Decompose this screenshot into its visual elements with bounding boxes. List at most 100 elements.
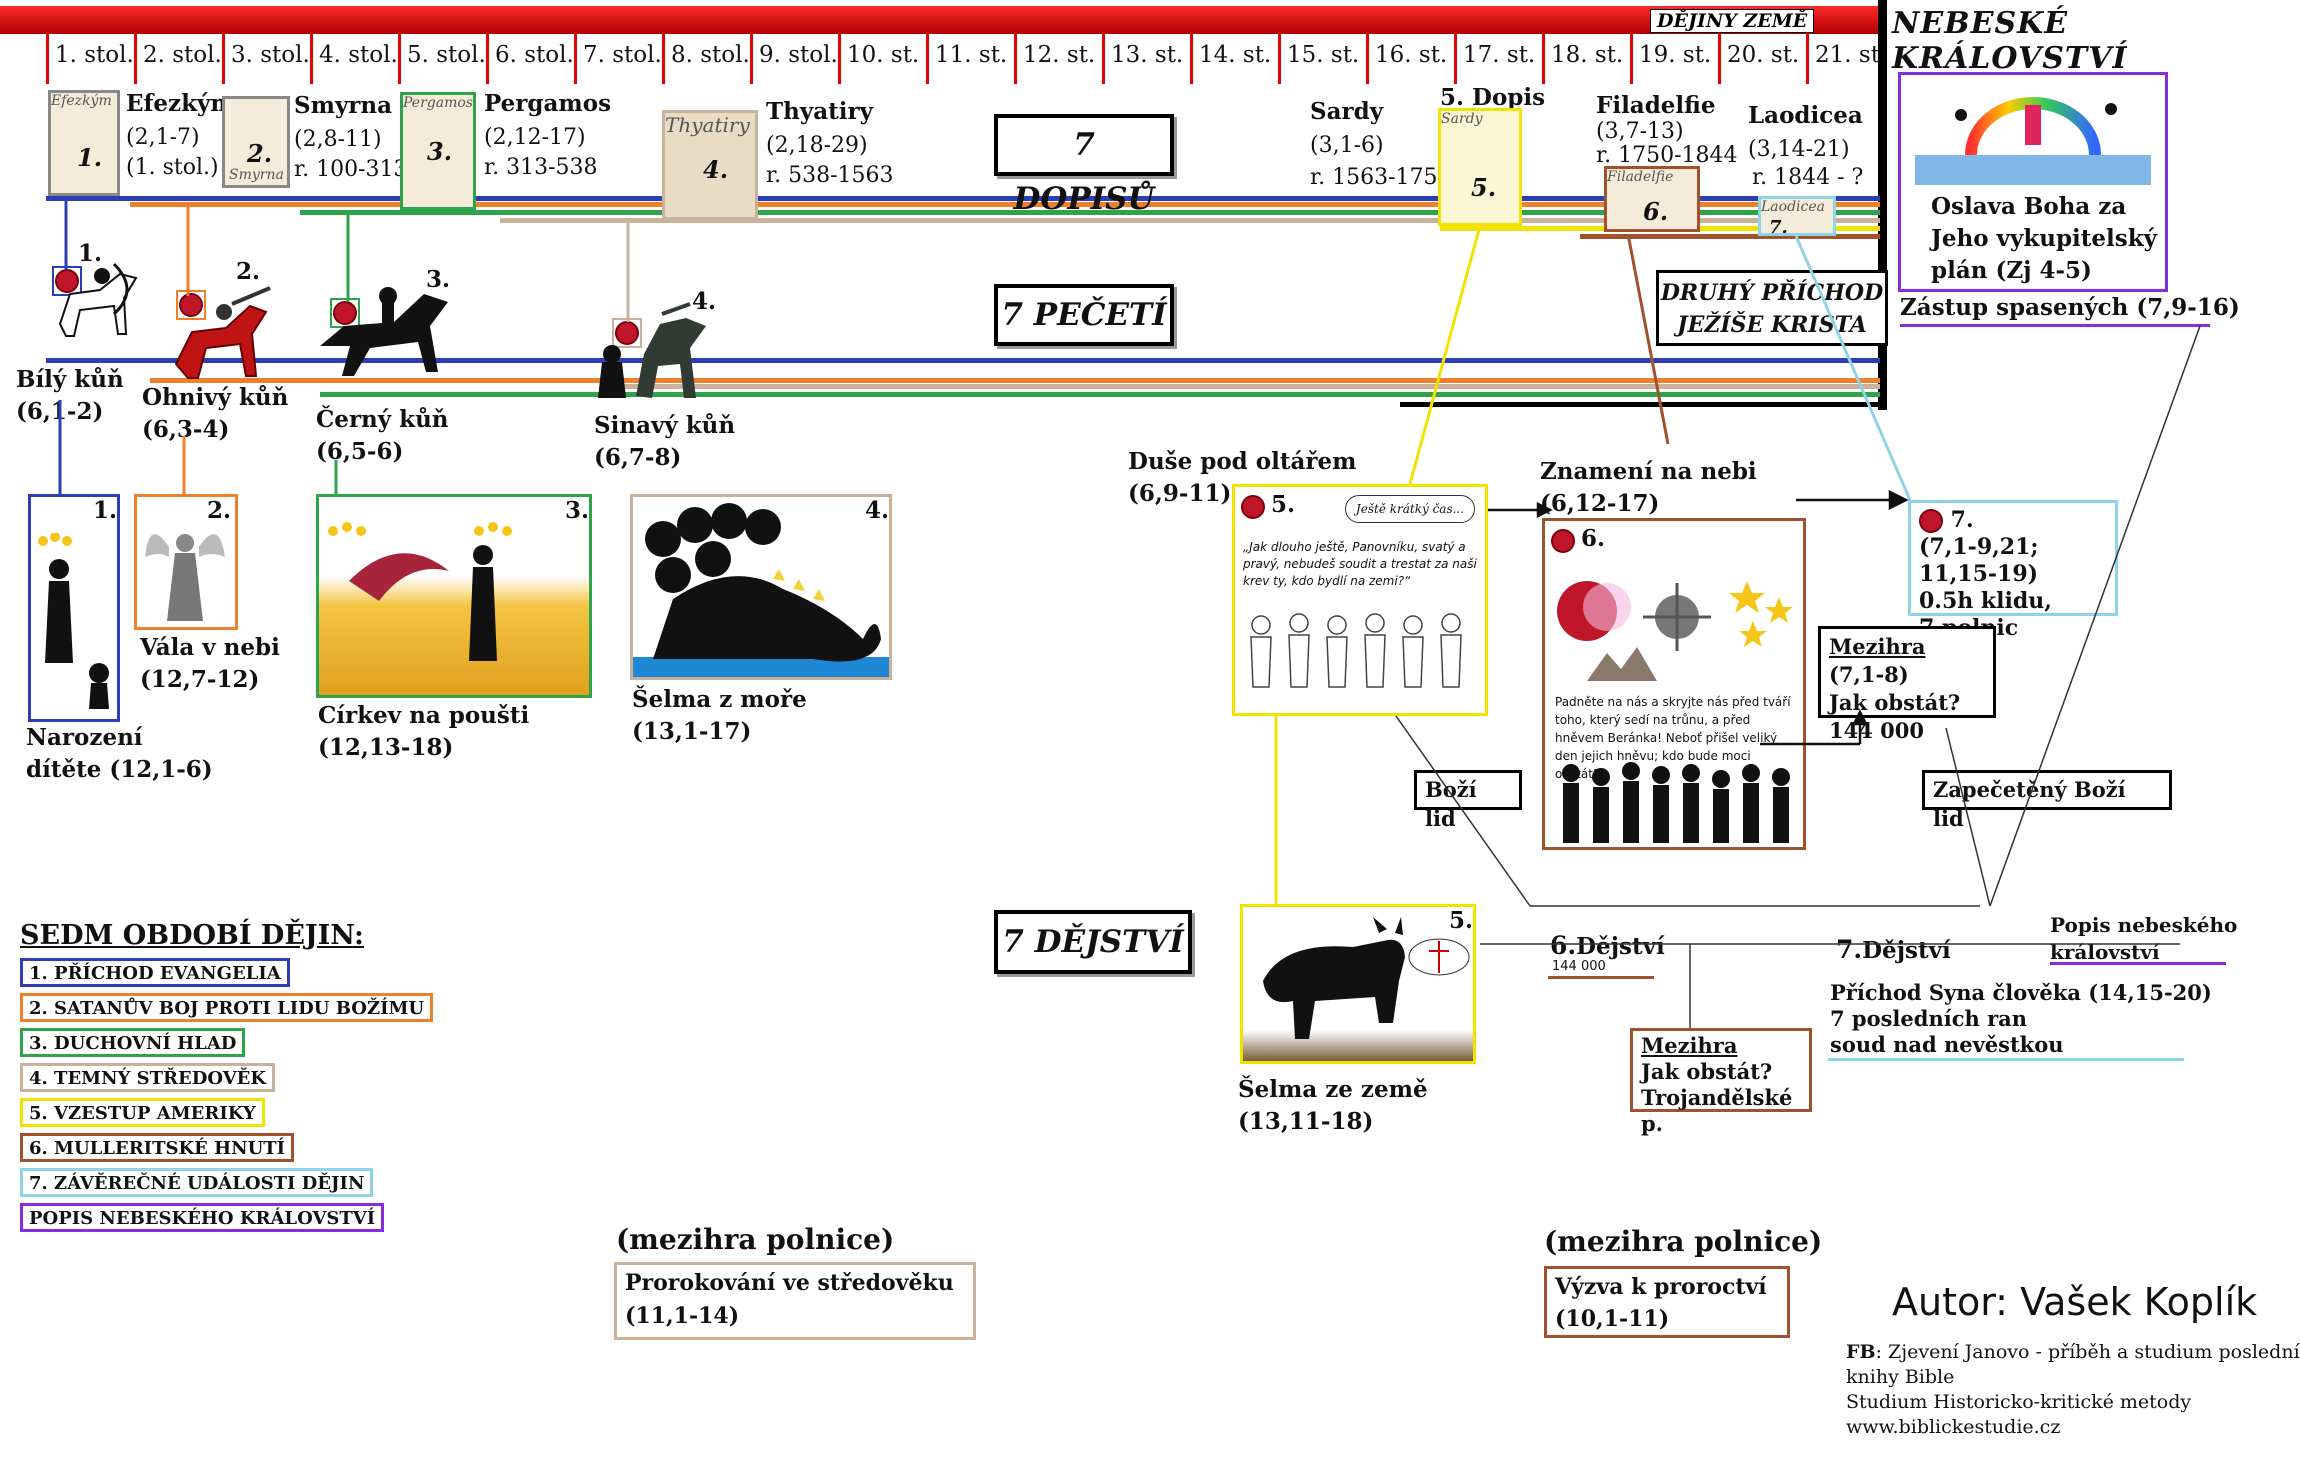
period-line-black: [1400, 402, 1880, 407]
act-7-text: Dějství: [1862, 937, 1951, 964]
period-line-4b: [600, 384, 1880, 389]
period-line-6: [1580, 234, 1880, 239]
letter-thumb-5-num: 5.: [1471, 173, 1497, 202]
seal-7-line-1: (7,1-9,21; 11,15-19): [1919, 534, 2039, 587]
legend-item-4: 4. TEMNÝ STŘEDOVĚK: [20, 1063, 276, 1092]
act-interlude-line-2: Trojandělské p.: [1641, 1085, 1793, 1136]
woman-desert-icon: [328, 522, 512, 661]
credits-block: FB: Zjevení Janovo - příběh a studium po…: [1846, 1340, 2300, 1440]
act-4-name-1: Šelma z moře: [632, 686, 807, 713]
letter-thumb-3-title: Pergamos: [403, 95, 473, 111]
seal-interlude-line-1: Jak obstát?: [1829, 690, 1961, 715]
letter-6-name: Filadelfie: [1596, 92, 1716, 119]
act-1-num: 1.: [93, 497, 118, 524]
century-1: 1. stol.: [46, 34, 134, 84]
seal-3-icon: [330, 298, 360, 328]
century-8: 8. stol.: [662, 34, 750, 84]
act-6-text: Dějství: [1576, 933, 1665, 960]
seal-7-line-2: 0.5h klidu,: [1919, 588, 2052, 614]
trumpet-interlude-2-box: Výzva k proroctví (10,1-11): [1544, 1266, 1790, 1338]
period-line-1b: [46, 358, 1880, 363]
act-3-name-1: Církev na poušti: [318, 702, 530, 729]
seal-7-box: 7. (7,1-9,21; 11,15-19) 0.5h klidu, 7 po…: [1908, 500, 2118, 641]
credits-website[interactable]: www.biblickestudie.cz: [1846, 1416, 2061, 1438]
title-7-peceti: 7 PEČETÍ: [994, 284, 1174, 346]
period-line-3: [300, 210, 1880, 215]
black-horse-icon: [320, 287, 448, 376]
timeline-red-bar: [0, 6, 1878, 34]
century-5: 5. stol.: [398, 34, 486, 84]
act-6-sub: 144 000: [1552, 959, 1606, 974]
letter-thumb-6-num: 6.: [1643, 197, 1669, 226]
trumpet-interlude-2-text: Výzva k proroctví: [1555, 1274, 1767, 1300]
century-11: 11. st.: [926, 34, 1014, 84]
act-7-label: 7.Dějství: [1836, 934, 1951, 967]
heaven-caption-line-1: Oslava Boha za: [1931, 193, 2127, 220]
seal-interlude-ref: (7,1-8): [1829, 662, 1909, 687]
act-1-name-1: Narození: [26, 724, 143, 751]
act-5-name-1: Šelma ze země: [1238, 1076, 1428, 1103]
credits-line-3: Studium Historicko-kritické metody: [1846, 1391, 2192, 1413]
act-6-underline: [1548, 976, 1654, 979]
century-4: 4. stol.: [310, 34, 398, 84]
act-1-panel: 1.: [28, 494, 120, 722]
seal-interlude-box: Mezihra (7,1-8) Jak obstát? 144 000: [1818, 626, 1996, 743]
act-1-name-2: dítěte (12,1-6): [26, 756, 213, 783]
sea-beast-icon: [633, 503, 889, 677]
letter-thumb-6-title: Filadelfie: [1607, 169, 1674, 185]
letter-5-top: 5. Dopis: [1440, 84, 1546, 111]
trumpet-interlude-2-title: (mezihra polnice): [1544, 1225, 1823, 1258]
letter-1-name: Efezkým: [126, 90, 235, 117]
saved-crowd-underline: [1900, 324, 2210, 327]
legend-item-6: 6. MULLERITSKÉ HNUTÍ: [20, 1133, 295, 1162]
century-row: 1. stol.2. stol.3. stol.4. stol.5. stol.…: [46, 34, 1894, 84]
act-7-num: 7.: [1836, 935, 1863, 964]
seal-2-icon: [176, 290, 206, 320]
act-2-panel: 2.: [134, 494, 238, 630]
act-4-panel: 4.: [630, 494, 892, 680]
trumpet-interlude-1-title: (mezihra polnice): [616, 1223, 895, 1256]
trumpet-interlude-1-ref: (11,1-14): [625, 1303, 740, 1329]
seal-1-ref: (6,1-2): [16, 398, 104, 425]
souls-crowd-icon: [1250, 613, 1462, 688]
century-7: 7. stol.: [574, 34, 662, 84]
act-7-desc-line-2: 7 posledních ran: [1830, 1006, 2028, 1031]
seal-5-bubble: Ještě krátký čas...: [1345, 495, 1475, 523]
second-coming-line-2: JEŽÍŠE KRISTA: [1677, 312, 1867, 338]
act-5-num: 5.: [1449, 907, 1474, 934]
earth-heaven-divider: [1878, 0, 1887, 410]
letter-5-ref: (3,1-6): [1310, 133, 1384, 158]
letter-4-name: Thyatiry: [766, 98, 873, 125]
seal-5-quote: „Jak dlouho ještě, Panovníku, svatý a pr…: [1243, 540, 1477, 588]
act-6-num: 6.: [1550, 931, 1577, 960]
letter-thumb-2-title: Smyrna: [229, 167, 284, 183]
second-coming-box: DRUHÝ PŘÍCHOD JEŽÍŠE KRISTA: [1656, 270, 1888, 346]
letter-7-ref: (3,14-21): [1748, 137, 1850, 162]
letter-2-extra: r. 100-313: [294, 157, 408, 182]
seal-6-ref: (6,12-17): [1540, 490, 1660, 517]
bozi-lid-box: Boží lid: [1414, 770, 1522, 831]
white-horse-icon: [58, 262, 138, 337]
act-3-name-2: (12,13-18): [318, 734, 454, 761]
letter-4-extra: r. 538-1563: [766, 163, 894, 188]
letter-1-extra: (1. stol.): [126, 155, 219, 180]
seal-7-num: 7.: [1950, 507, 1974, 533]
period-line-2b: [150, 378, 1880, 383]
seal-2-ref: (6,3-4): [142, 416, 230, 443]
seal-1-num: 1.: [78, 240, 103, 267]
seal-5-num: 5.: [1271, 491, 1296, 518]
legend-item-3: 3. DUCHOVNÍ HLAD: [20, 1028, 246, 1057]
century-14: 14. st.: [1190, 34, 1278, 84]
seal-4-num: 4.: [692, 288, 717, 315]
trumpet-interlude-1-box: Prorokování ve středověku (11,1-14): [614, 1262, 976, 1340]
seal-3-ref: (6,5-6): [316, 438, 404, 465]
period-line-2: [130, 202, 1880, 207]
period-line-4: [500, 218, 1880, 223]
letter-1-ref: (2,1-7): [126, 125, 200, 150]
zapeceteny-lid-box: Zapečetěný Boží lid: [1922, 770, 2172, 831]
act-7-desc: Příchod Syna člověka (14,15-20) 7 posled…: [1830, 980, 2212, 1058]
letter-thumb-3: Pergamos 3.: [400, 92, 476, 210]
seal-6-num: 6.: [1581, 525, 1606, 552]
heaven-caption-line-3: plán (Zj 4-5): [1931, 257, 2092, 284]
period-line-1: [46, 196, 1880, 201]
